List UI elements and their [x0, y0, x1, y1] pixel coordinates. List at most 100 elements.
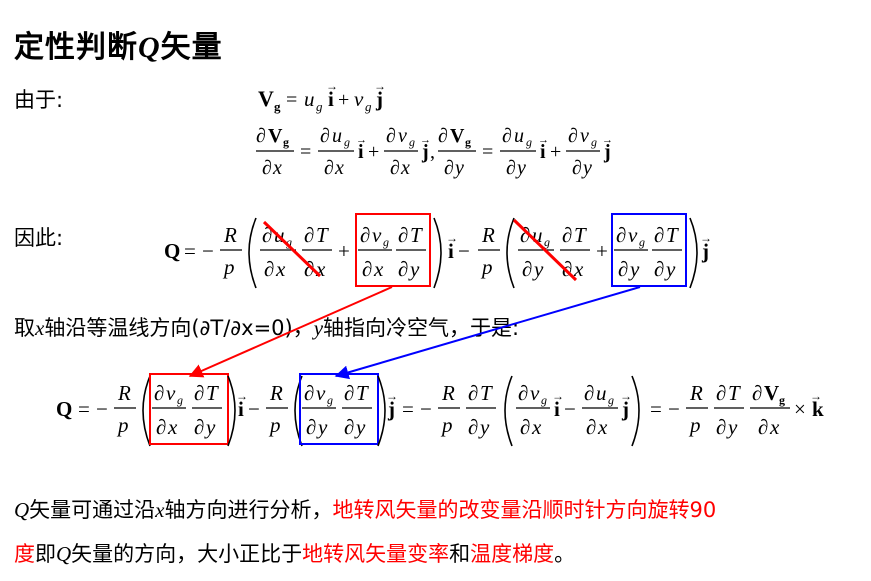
svg-text:V: V — [268, 125, 283, 147]
svg-text:∂: ∂ — [654, 257, 664, 281]
svg-text:→: → — [236, 389, 248, 403]
svg-text:T: T — [728, 381, 741, 405]
svg-text:g: g — [286, 235, 292, 249]
svg-text:v: v — [530, 381, 540, 405]
svg-text:i: i — [238, 397, 244, 421]
svg-text:∂: ∂ — [324, 157, 334, 179]
svg-text:∂: ∂ — [506, 157, 516, 179]
svg-text:u: u — [532, 223, 543, 247]
svg-text:j: j — [375, 87, 383, 111]
svg-text:x: x — [167, 415, 178, 439]
svg-text:∂: ∂ — [344, 381, 354, 405]
svg-text:∂: ∂ — [154, 381, 164, 405]
svg-text:T: T — [666, 223, 679, 247]
svg-text:∂: ∂ — [398, 257, 408, 281]
svg-text:p: p — [440, 413, 453, 437]
svg-text:j: j — [387, 397, 395, 421]
svg-text:=: = — [482, 141, 493, 163]
svg-text:∂: ∂ — [752, 381, 762, 405]
svg-text:T: T — [356, 381, 369, 405]
svg-text:p: p — [688, 413, 701, 437]
svg-text:∂: ∂ — [522, 257, 532, 281]
svg-text:∂: ∂ — [584, 381, 594, 405]
svg-text:x: x — [573, 257, 584, 281]
svg-text:→: → — [356, 134, 367, 146]
svg-text:g: g — [327, 393, 333, 407]
svg-text:T: T — [316, 223, 329, 247]
svg-text:×: × — [794, 397, 806, 421]
svg-text:∂: ∂ — [344, 415, 354, 439]
svg-text:T: T — [410, 223, 423, 247]
svg-text:∂: ∂ — [716, 415, 726, 439]
svg-text:∂: ∂ — [320, 125, 330, 147]
svg-text:∂: ∂ — [616, 223, 626, 247]
svg-text:v: v — [580, 125, 589, 147]
svg-text:v: v — [372, 223, 382, 247]
svg-text:p: p — [480, 255, 493, 279]
svg-text:T: T — [480, 381, 493, 405]
svg-text:u: u — [596, 381, 607, 405]
svg-text:Q: Q — [56, 397, 72, 421]
svg-text:∂: ∂ — [520, 415, 530, 439]
svg-text:g: g — [779, 393, 785, 407]
coordinate-statement: 取x轴沿等温线方向(∂T/∂x=0)，y轴指向冷空气，于是: — [14, 316, 520, 340]
svg-text:g: g — [274, 99, 281, 114]
svg-text:y: y — [664, 257, 676, 281]
svg-text:−: − — [420, 397, 432, 421]
svg-text:g: g — [639, 235, 645, 249]
svg-text:R: R — [269, 381, 283, 405]
conclusion-line-2: 度即Q矢量的方向，大小正比于地转风矢量变率和温度梯度。 — [14, 542, 576, 566]
svg-text:→: → — [446, 231, 458, 245]
svg-text:∂: ∂ — [444, 157, 454, 179]
svg-text:+: + — [338, 89, 349, 111]
svg-text:∂: ∂ — [398, 223, 408, 247]
svg-text:y: y — [408, 257, 420, 281]
svg-text:g: g — [544, 235, 550, 249]
equation-q-definition: Q =− R p ∂ug ∂x ∂T ∂x + ∂vg ∂x ∂T ∂y i→ … — [164, 213, 712, 289]
svg-text:∂: ∂ — [262, 157, 272, 179]
svg-text:=: = — [402, 397, 414, 421]
svg-text:g: g — [541, 393, 547, 407]
svg-text:=: = — [650, 397, 662, 421]
svg-text:→: → — [552, 389, 564, 403]
svg-text:−: − — [202, 239, 214, 263]
svg-text:R: R — [441, 381, 455, 405]
svg-text:g: g — [177, 393, 183, 407]
svg-text:u: u — [332, 125, 342, 147]
svg-text:u: u — [514, 125, 524, 147]
svg-text:+: + — [550, 141, 561, 163]
svg-text:−: − — [248, 397, 260, 421]
svg-text:g: g — [591, 135, 597, 149]
svg-text:g: g — [316, 99, 323, 114]
svg-text:∂: ∂ — [304, 257, 314, 281]
svg-text:v: v — [354, 87, 364, 111]
svg-text:v: v — [316, 381, 326, 405]
svg-text:p: p — [268, 413, 281, 437]
svg-text:y: y — [628, 257, 640, 281]
svg-text:∂: ∂ — [568, 125, 578, 147]
svg-text:∂: ∂ — [562, 223, 572, 247]
svg-text:=: = — [184, 239, 196, 263]
svg-text:∂: ∂ — [758, 415, 768, 439]
svg-text:g: g — [526, 135, 532, 149]
svg-text:g: g — [608, 393, 614, 407]
svg-text:=: = — [286, 89, 297, 111]
svg-text:=: = — [78, 397, 90, 421]
svg-text:∂: ∂ — [618, 257, 628, 281]
svg-text:g: g — [365, 99, 372, 114]
svg-text:v: v — [398, 125, 407, 147]
svg-text:v: v — [166, 381, 176, 405]
svg-text:j: j — [621, 397, 629, 421]
svg-text:∂: ∂ — [360, 223, 370, 247]
svg-text:∂: ∂ — [362, 257, 372, 281]
svg-text:y: y — [581, 157, 592, 179]
svg-text:g: g — [383, 235, 389, 249]
svg-text:x: x — [334, 157, 344, 179]
svg-text:→: → — [326, 82, 338, 93]
svg-text:T: T — [574, 223, 587, 247]
svg-text:→: → — [386, 389, 398, 403]
svg-text:V: V — [450, 125, 465, 147]
svg-text:−: − — [458, 239, 470, 263]
svg-text:x: x — [769, 415, 780, 439]
